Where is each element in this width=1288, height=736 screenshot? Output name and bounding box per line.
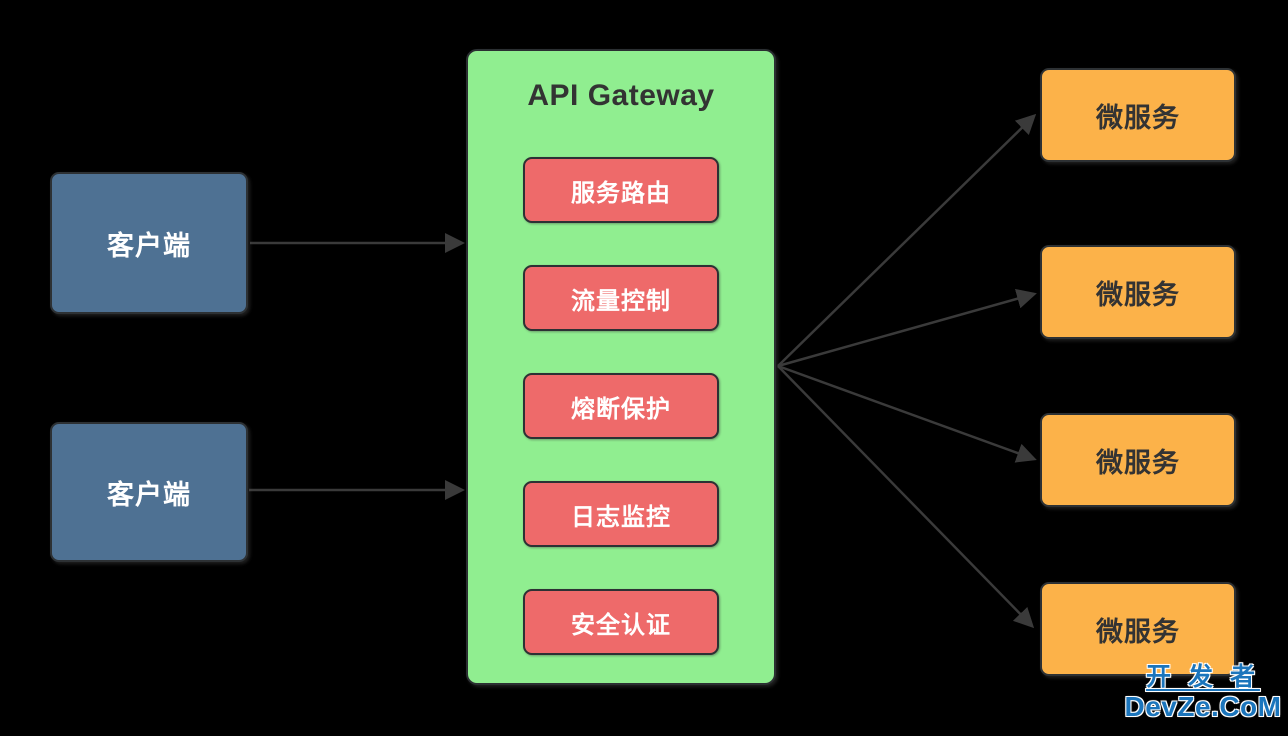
arrow-gateway-to-microservice3 (777, 364, 1037, 463)
microservice-node-4: 微服务 (1040, 582, 1236, 676)
microservice-node-2: 微服务 (1040, 245, 1236, 339)
watermark-line2: DevZe.CoM (1124, 691, 1282, 722)
microservice-1-label: 微服务 (1096, 102, 1180, 133)
watermark-line1: 开 发 者 (1146, 663, 1260, 691)
feature-security-auth: 安全认证 (523, 589, 719, 655)
client-node-1: 客户端 (50, 172, 248, 314)
client-node-2: 客户端 (50, 422, 248, 562)
arrow-gateway-to-microservice2 (777, 288, 1037, 368)
feature-service-routing: 服务路由 (523, 157, 719, 223)
watermark: 开 发 者 DevZe.CoM (1118, 663, 1288, 722)
microservice-2-label: 微服务 (1096, 279, 1180, 310)
microservice-4-label: 微服务 (1096, 616, 1180, 647)
feature-log-monitoring: 日志监控 (523, 481, 719, 547)
api-gateway-panel: API Gateway 服务路由 流量控制 熔断保护 日志监控 安全认证 (466, 49, 776, 685)
feature-circuit-breaker: 熔断保护 (523, 373, 719, 439)
client-2-label: 客户端 (107, 479, 191, 510)
feature-label: 日志监控 (571, 503, 671, 531)
api-gateway-title: API Gateway (527, 79, 715, 112)
client-1-label: 客户端 (107, 230, 191, 261)
feature-traffic-control: 流量控制 (523, 265, 719, 331)
feature-label: 服务路由 (571, 179, 671, 207)
feature-label: 熔断保护 (571, 395, 671, 423)
microservice-node-1: 微服务 (1040, 68, 1236, 162)
feature-label: 流量控制 (571, 287, 671, 315)
microservice-3-label: 微服务 (1096, 447, 1180, 478)
arrow-gateway-to-microservice1 (777, 113, 1037, 367)
arrow-gateway-to-microservice4 (777, 365, 1035, 629)
microservice-node-3: 微服务 (1040, 413, 1236, 507)
feature-label: 安全认证 (571, 611, 671, 639)
